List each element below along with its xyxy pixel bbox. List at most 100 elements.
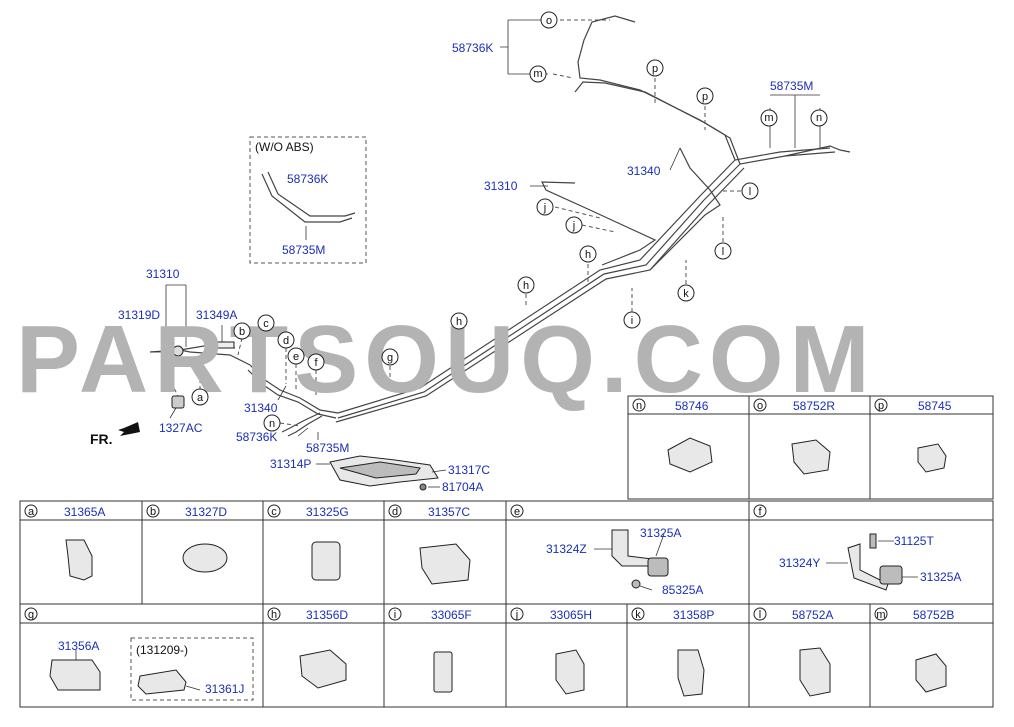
marker-c: c (263, 318, 269, 330)
table-header-h: h 31356D (267, 607, 348, 622)
table-header-i: i 33065F (388, 607, 472, 622)
parts-table (19, 395, 994, 708)
svg-text:j: j (515, 609, 518, 621)
clip-58745 (917, 443, 947, 473)
clip-31365A (65, 539, 93, 581)
svg-text:o: o (757, 400, 763, 412)
svg-text:m: m (876, 609, 885, 621)
part-58752A: 58752A (792, 608, 833, 622)
svg-text:c: c (271, 506, 277, 518)
part-31356D: 31356D (306, 608, 348, 622)
marker-n-low: n (269, 418, 275, 430)
marker-g: g (387, 352, 393, 364)
part-31324Y: 31324Y (779, 556, 820, 570)
clip-31357C (419, 543, 471, 585)
front-direction-indicator: FR. (90, 422, 140, 447)
clip-58752A (799, 647, 831, 697)
marker-d: d (283, 335, 289, 347)
svg-text:d: d (392, 506, 398, 518)
table-header-o: o 58752R (753, 398, 835, 413)
table-header-j: j 33065H (510, 607, 592, 622)
svg-text:n: n (636, 400, 642, 412)
wo-abs-label: (W/O ABS) (255, 140, 314, 154)
part-31358P: 31358P (673, 608, 714, 622)
leader-lines (150, 19, 821, 488)
clip-58746 (667, 437, 713, 473)
callout-31310-left: 31310 (146, 267, 180, 281)
part-31324Z: 31324Z (546, 542, 587, 556)
circle-markers: o m p p m n l l j j h k h i h g f e d c … (191, 11, 828, 432)
part-31325A-e: 31325A (640, 526, 681, 540)
callout-81704A: 81704A (442, 480, 483, 494)
clip-illustrations (65, 437, 947, 697)
table-header-d: d 31357C (388, 504, 470, 519)
callout-31317C: 31317C (448, 463, 490, 477)
cell-e-illustration: 31324Z 31325A 85325A (546, 526, 703, 597)
callout-1327AC: 1327AC (159, 421, 203, 435)
table-header-k: k 31358P (631, 607, 714, 622)
marker-h3: h (456, 316, 462, 328)
marker-f: f (314, 357, 318, 369)
part-58752B: 58752B (913, 608, 954, 622)
callout-31349A: 31349A (196, 308, 237, 322)
marker-i: i (631, 315, 633, 327)
marker-n-right: n (816, 112, 822, 124)
clip-31325G (311, 541, 341, 581)
svg-text:i: i (394, 609, 396, 621)
marker-h1: h (585, 249, 591, 261)
table-header-e: e (510, 504, 524, 518)
part-31365A: 31365A (64, 505, 105, 519)
callout-58735M-inset: 58735M (282, 243, 325, 257)
clip-31356D (299, 649, 347, 689)
svg-text:b: b (150, 506, 156, 518)
table-header-a: a 31365A (24, 504, 105, 519)
callout-31340-low: 31340 (244, 401, 278, 415)
marker-m-right: m (764, 112, 773, 124)
callout-31340-top: 31340 (627, 164, 661, 178)
svg-text:g: g (28, 609, 34, 621)
part-31125T: 31125T (894, 534, 934, 548)
marker-m-top: m (533, 68, 542, 80)
callout-58736K-inset: 58736K (287, 172, 328, 186)
svg-text:a: a (28, 506, 35, 518)
part-31357C: 31357C (428, 505, 470, 519)
marker-a: a (197, 392, 204, 404)
marker-h2: h (523, 280, 529, 292)
table-header-g: g (24, 607, 38, 621)
svg-text:l: l (759, 609, 761, 621)
table-header-l: l 58752A (753, 607, 833, 622)
marker-j2: j (572, 220, 575, 232)
part-31325A-f: 31325A (920, 570, 961, 584)
callout-31319D: 31319D (118, 308, 160, 322)
marker-o: o (546, 15, 552, 27)
date-note: (131209-) (136, 643, 188, 657)
watermark: PARTSOUQ.COM (16, 306, 876, 413)
marker-j1: j (543, 202, 546, 214)
marker-l2: l (722, 246, 724, 258)
table-header-c: c 31325G (267, 504, 349, 519)
table-header-p: p 58745 (874, 398, 952, 413)
callout-58735M-top: 58735M (770, 79, 813, 93)
callout-31314P: 31314P (270, 457, 311, 471)
svg-text:k: k (635, 609, 641, 621)
fuel-line-assembly (149, 15, 851, 491)
cell-g-illustration: (131209-) 31356A 31361J (49, 637, 254, 701)
table-header-b: b 31327D (146, 504, 227, 519)
wo-abs-inset: (W/O ABS) 58736K 58735M (249, 136, 367, 264)
callout-58735M-low: 58735M (306, 441, 349, 455)
marker-e: e (293, 351, 299, 363)
callout-58736K-low: 58736K (236, 430, 277, 444)
marker-p2: p (702, 91, 708, 103)
part-33065H: 33065H (550, 608, 592, 622)
clip-31358P (677, 649, 705, 697)
part-31361J: 31361J (205, 682, 244, 696)
part-58745: 58745 (918, 399, 952, 413)
marker-l1: l (749, 186, 751, 198)
part-31356A: 31356A (58, 639, 99, 653)
table-header-n: n 58746 (632, 398, 709, 413)
front-arrow-icon (118, 422, 140, 436)
svg-text:e: e (514, 506, 520, 518)
part-58752R: 58752R (793, 399, 835, 413)
part-31327D: 31327D (185, 505, 227, 519)
